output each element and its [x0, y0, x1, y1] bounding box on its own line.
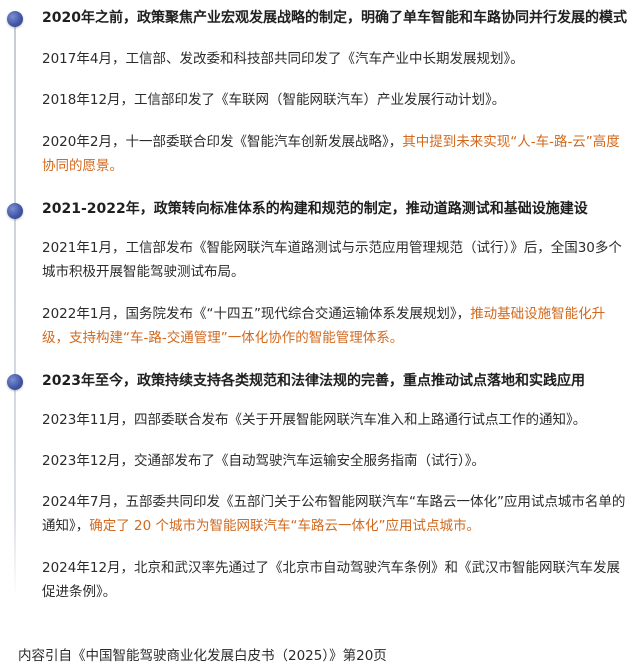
item-highlight: 其中提到未来实现“人-车-路-云”高度协同的愿景。 [42, 134, 620, 174]
item-text: 2024年12月，北京和武汉率先通过了《北京市自动驾驶汽车条例》和《武汉市智能网… [42, 560, 621, 600]
timeline-item: 2024年7月，五部委共同印发《五部门关于公布智能网联汽车“车路云一体化”应用试… [42, 490, 632, 538]
timeline-item: 2022年1月，国务院发布《“十四五”现代综合交通运输体系发展规划》，推动基础设… [42, 302, 632, 350]
timeline-item: 2024年12月，北京和武汉率先通过了《北京市自动驾驶汽车条例》和《武汉市智能网… [42, 556, 632, 604]
item-highlight: 推动基础设施智能化升级，支持构建“车-路-交通管理”一体化协作的智能管理体系。 [42, 306, 606, 346]
item-text: 2020年2月，十一部委联合印发《智能汽车创新发展战略》， [42, 134, 403, 150]
item-text: 2021年1月，工信部发布《智能网联汽车道路测试与示范应用管理规范（试行）》后，… [42, 240, 622, 280]
item-text: 2022年1月，国务院发布《“十四五”现代综合交通运输体系发展规划》， [42, 306, 471, 322]
timeline-item: 2020年2月，十一部委联合印发《智能汽车创新发展战略》，其中提到未来实现“人-… [42, 130, 632, 178]
item-text: 2024年7月，五部委共同印发《五部门关于公布智能网联汽车“车路云一体化”应用试… [42, 494, 626, 534]
item-text: 2023年12月，交通部发布了《自动驾驶汽车运输安全服务指南（试行）》。 [42, 453, 486, 469]
timeline-item: 2018年12月，工信部印发了《车联网（智能网联汽车）产业发展行动计划》。 [42, 88, 632, 112]
timeline-line [14, 22, 16, 597]
section-heading: 2023年至今，政策持续支持各类规范和法律法规的完善，重点推动试点落地和实践应用 [42, 373, 585, 389]
timeline-item: 2023年11月，四部委联合发布《关于开展智能网联汽车准入和上路通行试点工作的通… [42, 408, 632, 432]
timeline-item: 2021年1月，工信部发布《智能网联汽车道路测试与示范应用管理规范（试行）》后，… [42, 236, 632, 284]
timeline-item: 2017年4月，工信部、发改委和科技部共同印发了《汽车产业中长期发展规划》。 [42, 47, 632, 71]
item-text: 2017年4月，工信部、发改委和科技部共同印发了《汽车产业中长期发展规划》。 [42, 51, 524, 67]
policy-timeline: 2020年之前，政策聚焦产业宏观发展战略的制定，明确了单车智能和车路协同并行发展… [7, 10, 632, 604]
section-heading: 2020年之前，政策聚焦产业宏观发展战略的制定，明确了单车智能和车路协同并行发展… [42, 10, 627, 26]
item-text: 2023年11月，四部委联合发布《关于开展智能网联汽车准入和上路通行试点工作的通… [42, 412, 587, 428]
timeline-dot-icon [7, 374, 23, 390]
item-text: 2018年12月，工信部印发了《车联网（智能网联汽车）产业发展行动计划》。 [42, 92, 506, 108]
section-heading: 2021-2022年，政策转向标准体系的构建和规范的制定，推动道路测试和基础设施… [42, 201, 588, 217]
timeline-item: 2023年12月，交通部发布了《自动驾驶汽车运输安全服务指南（试行）》。 [42, 449, 632, 473]
timeline-dot-icon [7, 11, 23, 27]
timeline-dot-icon [7, 203, 23, 219]
item-highlight: 确定了 20 个城市为智能网联汽车“车路云一体化”应用试点城市。 [89, 518, 480, 534]
source-citation: 内容引自《中国智能驾驶商业化发展白皮书（2025）》第20页 [18, 648, 387, 664]
